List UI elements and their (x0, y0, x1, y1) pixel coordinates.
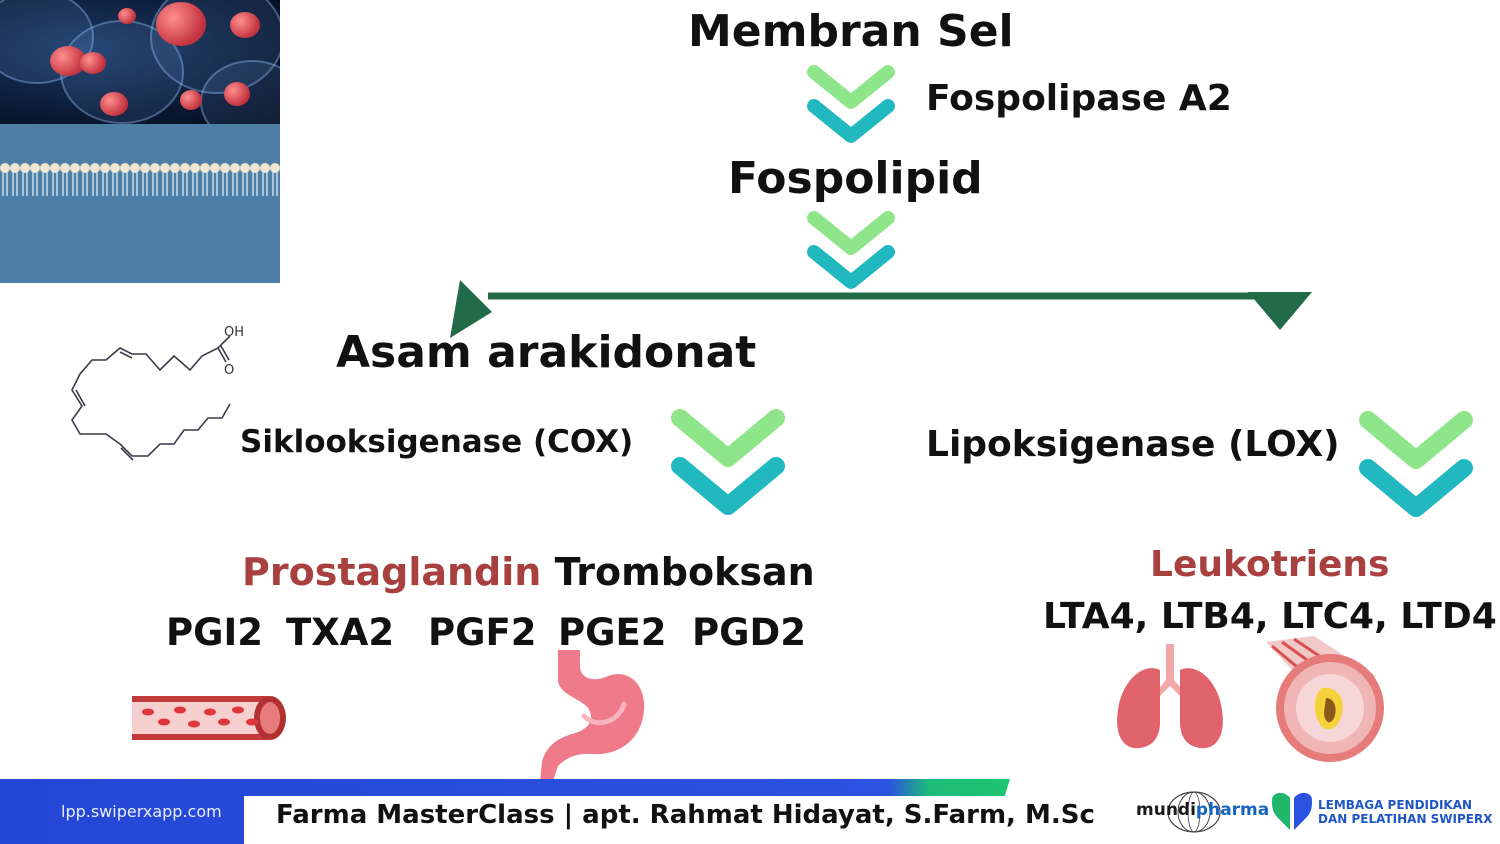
prostaglandin-label: Prostaglandin (242, 550, 542, 594)
footer-url[interactable]: lpp.swiperxapp.com (61, 802, 222, 821)
blood-vessel-icon (132, 696, 286, 740)
pharma-text: pharma (1195, 800, 1270, 820)
leukotriene-list: LTA4, LTB4, LTC4, LTD4 (1043, 596, 1497, 637)
lpp-line-2: DAN PELATIHAN SWIPERX (1318, 812, 1493, 826)
arachidonic-acid-structure: OH O (71, 325, 244, 461)
oh-label: OH (224, 325, 244, 340)
mundipharma-logo-mark (1167, 791, 1221, 833)
cell-photo (0, 0, 280, 124)
tromboksan-label: Tromboksan (554, 550, 815, 594)
mundi-text: mundi (1136, 800, 1196, 820)
lpp-swiperx-logo-mark (1272, 792, 1312, 830)
lungs-icon (1117, 644, 1223, 749)
fospolipase-label: Fospolipase A2 (926, 78, 1232, 119)
chevron-down-icon (807, 211, 895, 289)
chevron-down-icon (1359, 411, 1473, 517)
footer-credit-box (244, 796, 1024, 844)
lox-label: Lipoksigenase (LOX) (926, 424, 1340, 465)
artery-icon (1266, 636, 1384, 762)
o-label: O (224, 363, 234, 378)
mundipharma-logo: mundipharma (1136, 800, 1269, 820)
fospolipid-label: Fospolipid (728, 153, 983, 204)
branch-arrow (450, 280, 1312, 338)
membran-sel-label: Membran Sel (688, 6, 1014, 57)
chevron-down-icon (807, 65, 895, 143)
prostanoid-item: PGF2 (428, 611, 537, 654)
membrane-photo (0, 124, 280, 283)
prostanoid-item: PGD2 (692, 611, 806, 654)
chevron-down-icon (671, 409, 785, 515)
leukotriens-label: Leukotriens (1150, 544, 1390, 585)
lpp-line-1: LEMBAGA PENDIDIKAN (1318, 798, 1473, 812)
asam-arakidonat-label: Asam arakidonat (336, 327, 757, 378)
prostanoid-item: PGE2 (558, 611, 667, 654)
prostaglandin-tromboksan-label: Prostaglandin Tromboksan (242, 550, 815, 594)
prostanoid-item: TXA2 (286, 611, 395, 654)
footer-credit: Farma MasterClass | apt. Rahmat Hidayat,… (276, 800, 1095, 830)
stomach-icon (540, 650, 645, 784)
prostanoid-item: PGI2 (166, 611, 263, 654)
cox-label: Siklooksigenase (COX) (240, 424, 634, 460)
